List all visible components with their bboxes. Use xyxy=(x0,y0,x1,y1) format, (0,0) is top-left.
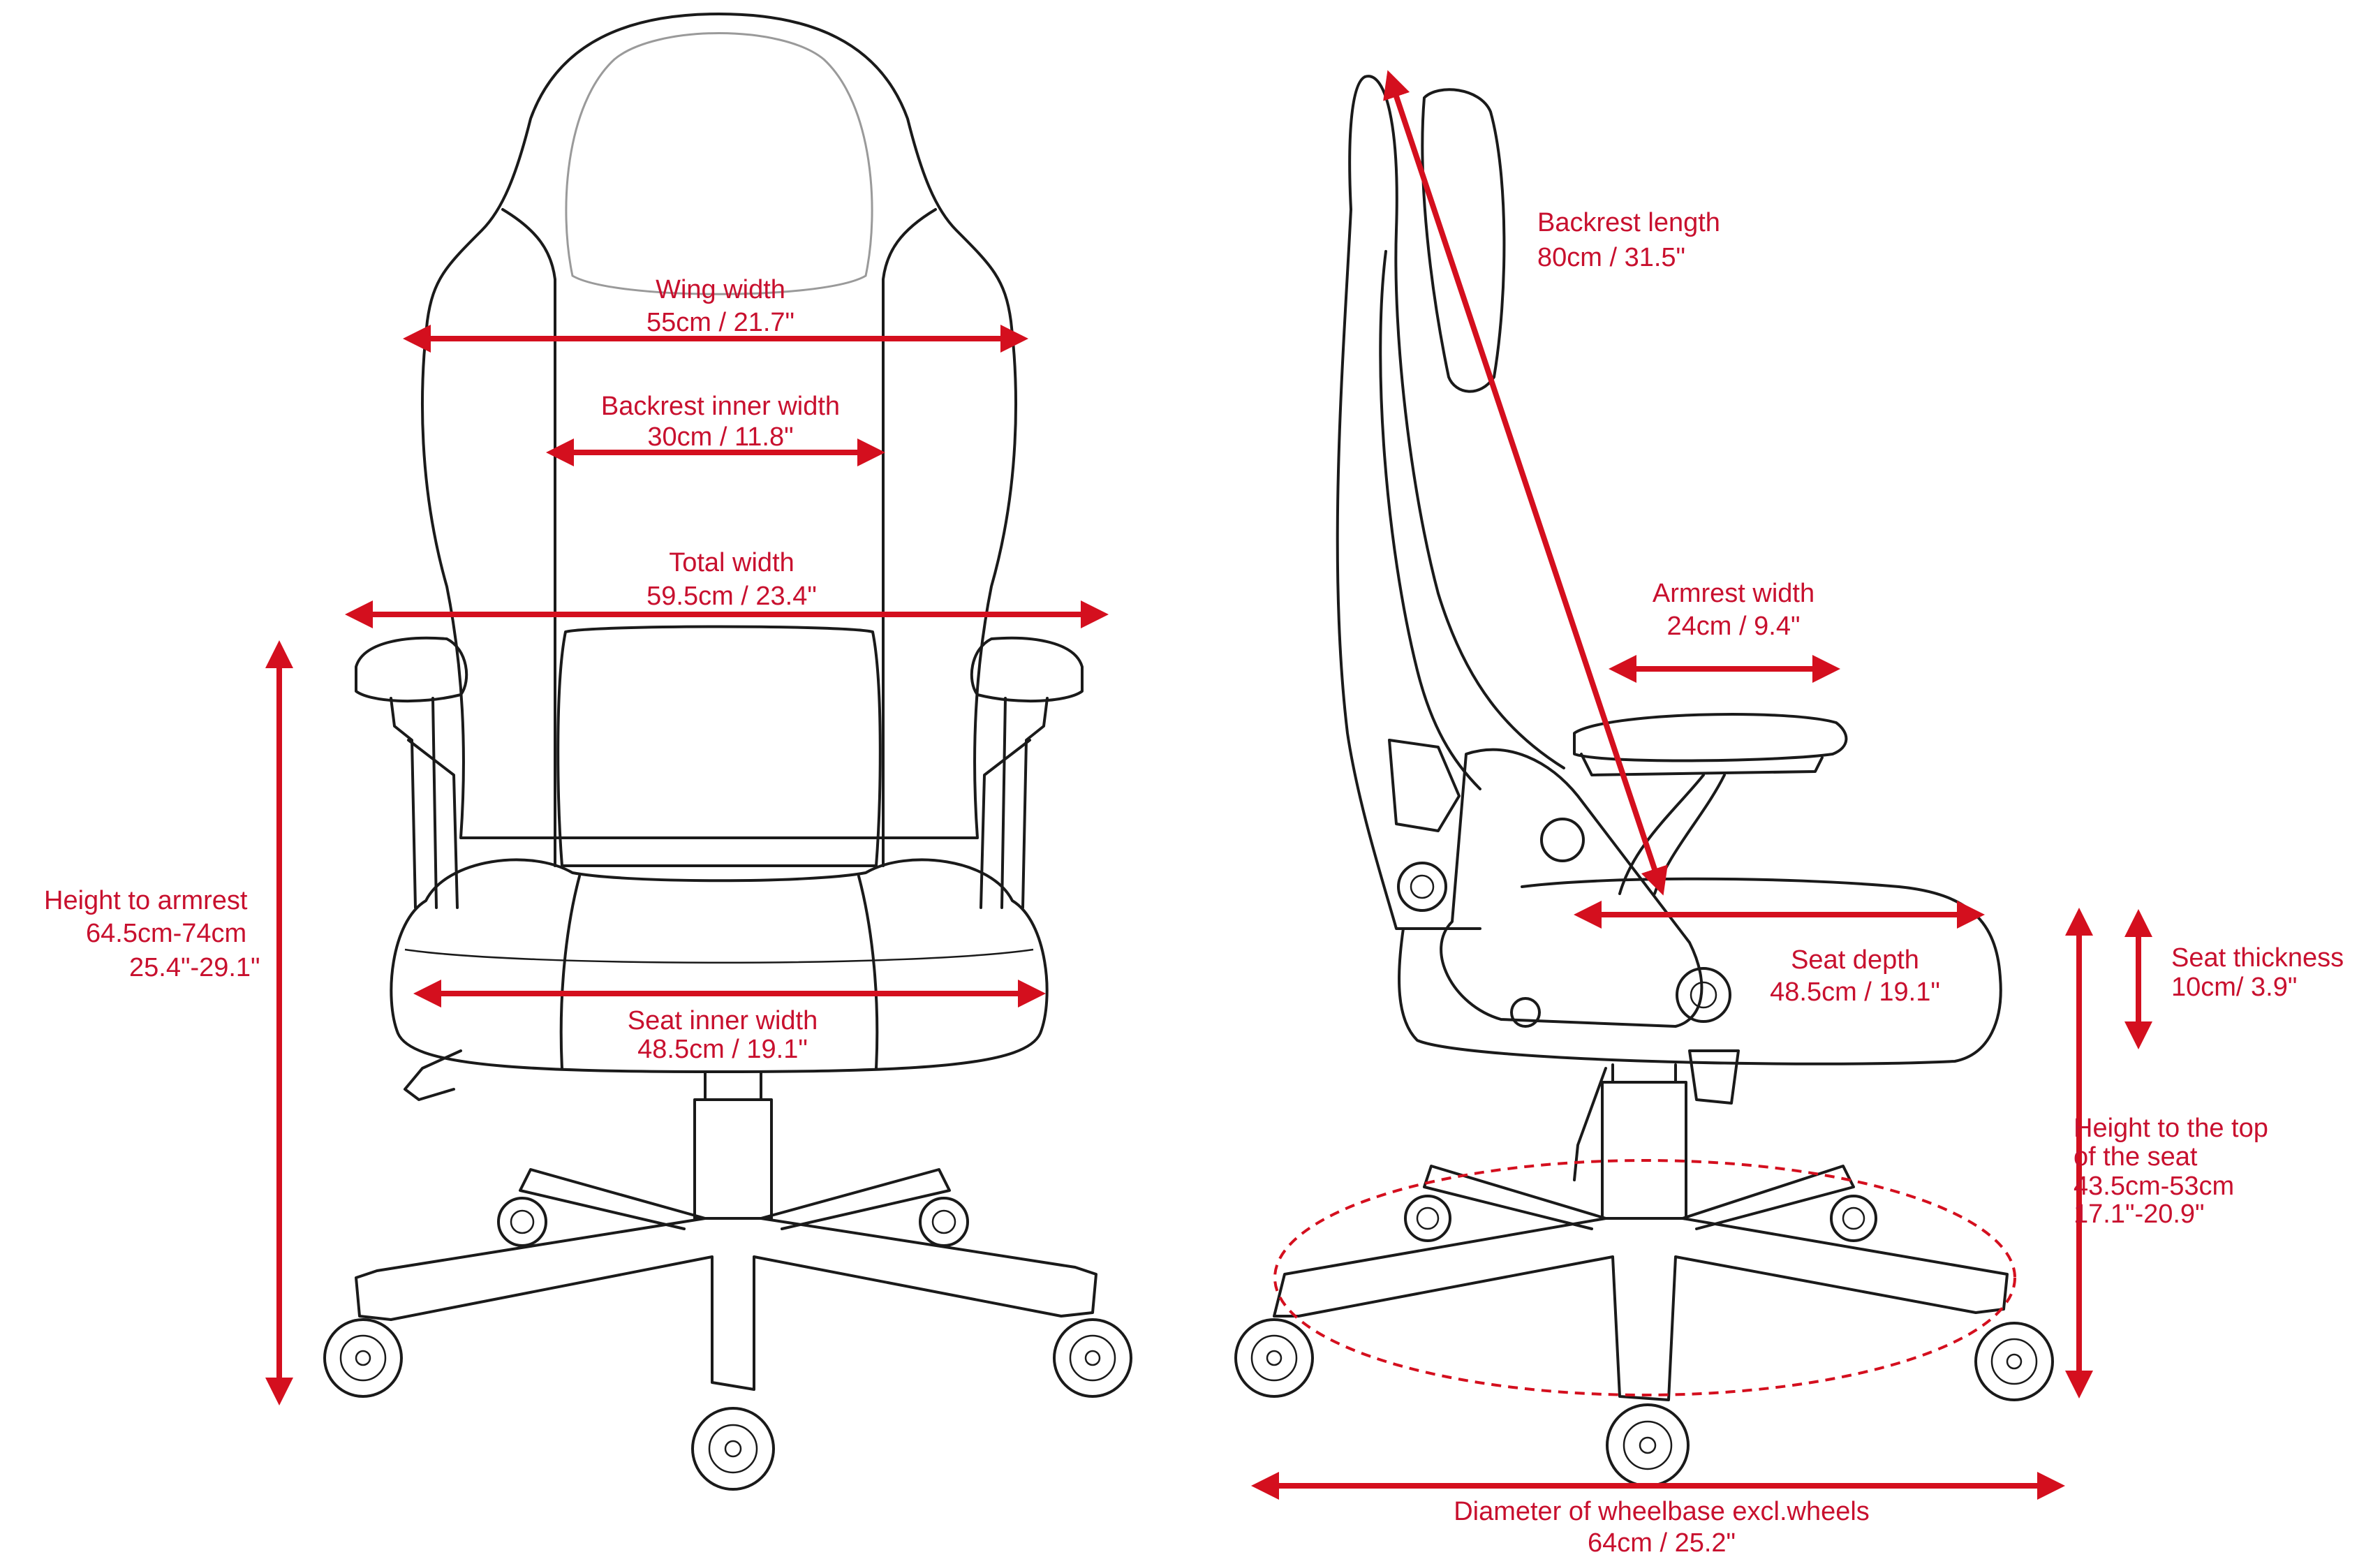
front-wheel-back-left xyxy=(497,1197,547,1247)
label-seat-thickness-name: Seat thickness xyxy=(2171,943,2344,973)
front-height-lever xyxy=(404,1049,462,1101)
side-wheel-right xyxy=(1974,1322,2054,1401)
label-armrest-width-value: 24cm / 9.4" xyxy=(1667,612,1801,641)
side-wheel-back-left xyxy=(1404,1195,1451,1242)
label-backrest-length-value: 80cm / 31.5" xyxy=(1537,243,1685,272)
dimension-labels: Wing width 55cm / 21.7" Backrest inner w… xyxy=(44,208,2344,1557)
side-knob-2 xyxy=(1540,818,1585,862)
label-seat-depth-name: Seat depth xyxy=(1791,945,1919,975)
label-wing-width-name: Wing width xyxy=(656,275,785,304)
front-seat-divider-left xyxy=(559,875,581,1070)
front-gas-lift xyxy=(693,1098,773,1220)
front-gas-lift-top xyxy=(704,1070,762,1101)
side-view-chair xyxy=(1234,75,2054,1487)
wheelbase-ellipse xyxy=(1273,1159,2016,1396)
label-total-width-value: 59.5cm / 23.4" xyxy=(646,582,817,611)
side-knob-3 xyxy=(1676,967,1731,1023)
label-height-to-armrest-name: Height to armrest xyxy=(44,886,248,915)
front-right-armrest-post xyxy=(980,697,1049,909)
side-wheel-back-right xyxy=(1830,1195,1877,1242)
label-armrest-width-name: Armrest width xyxy=(1653,579,1814,608)
side-seat-cushion xyxy=(1398,877,2002,1065)
label-height-to-seat-line2: of the seat xyxy=(2074,1142,2198,1172)
dimension-lines xyxy=(265,70,2152,1500)
label-wing-width-value: 55cm / 21.7" xyxy=(646,308,794,337)
front-seat-cushion xyxy=(390,858,1049,1073)
side-star-base xyxy=(1273,1165,2009,1401)
label-height-to-armrest-cm: 64.5cm-74cm xyxy=(86,919,246,948)
label-backrest-inner-width-value: 30cm / 11.8" xyxy=(647,422,793,452)
label-wheelbase-diameter-value: 64cm / 25.2" xyxy=(1588,1528,1736,1554)
front-left-wing-line xyxy=(501,208,556,867)
label-height-to-seat-in: 17.1"-20.9" xyxy=(2074,1200,2205,1229)
front-wheel-center xyxy=(691,1407,775,1491)
front-left-armrest-post xyxy=(390,697,459,909)
front-right-armrest-pad xyxy=(970,636,1084,703)
front-lumbar-cushion xyxy=(556,625,882,867)
front-wheel-back-right xyxy=(919,1197,969,1247)
label-backrest-inner-width-name: Backrest inner width xyxy=(601,392,840,421)
side-wheel-center xyxy=(1606,1403,1690,1487)
label-seat-inner-width-name: Seat inner width xyxy=(628,1006,818,1035)
front-left-armrest-pad xyxy=(355,636,468,703)
side-knob-4 xyxy=(1510,997,1541,1028)
label-height-to-seat-line1: Height to the top xyxy=(2074,1114,2268,1143)
side-armrest-support xyxy=(1618,774,1726,895)
side-lever xyxy=(1573,1067,1607,1181)
side-headrest-pillow xyxy=(1421,88,1506,393)
front-seat-divider-right xyxy=(857,875,879,1070)
front-star-base xyxy=(355,1168,1097,1391)
label-wheelbase-diameter-name: Diameter of wheelbase excl.wheels xyxy=(1454,1497,1870,1526)
label-backrest-length-name: Backrest length xyxy=(1537,208,1720,237)
side-backrest-inner xyxy=(1379,250,1481,790)
front-view-chair xyxy=(323,13,1132,1491)
label-total-width-name: Total width xyxy=(669,548,794,577)
front-right-wing-line xyxy=(882,208,937,867)
label-seat-inner-width-value: 48.5cm / 19.1" xyxy=(637,1035,808,1064)
dim-backrest-length xyxy=(1383,70,1668,896)
side-knob-1 xyxy=(1397,862,1447,912)
front-headrest-pad xyxy=(565,32,873,295)
side-gas-lift xyxy=(1601,1063,1687,1220)
front-backrest-shell xyxy=(421,13,1017,839)
side-wheel-left xyxy=(1234,1318,1314,1398)
side-tilt-knob xyxy=(1688,1049,1740,1105)
side-backrest-front xyxy=(1363,75,1565,769)
front-seat-seam xyxy=(404,948,1034,964)
label-height-to-armrest-in: 25.4"-29.1" xyxy=(129,953,260,982)
label-seat-depth-value: 48.5cm / 19.1" xyxy=(1770,977,1940,1007)
label-seat-thickness-value: 10cm/ 3.9" xyxy=(2171,973,2297,1002)
front-wheel-right xyxy=(1053,1318,1132,1398)
side-backrest-rear xyxy=(1336,75,1481,930)
label-height-to-seat-cm: 43.5cm-53cm xyxy=(2074,1172,2234,1201)
front-wheel-left xyxy=(323,1318,403,1398)
